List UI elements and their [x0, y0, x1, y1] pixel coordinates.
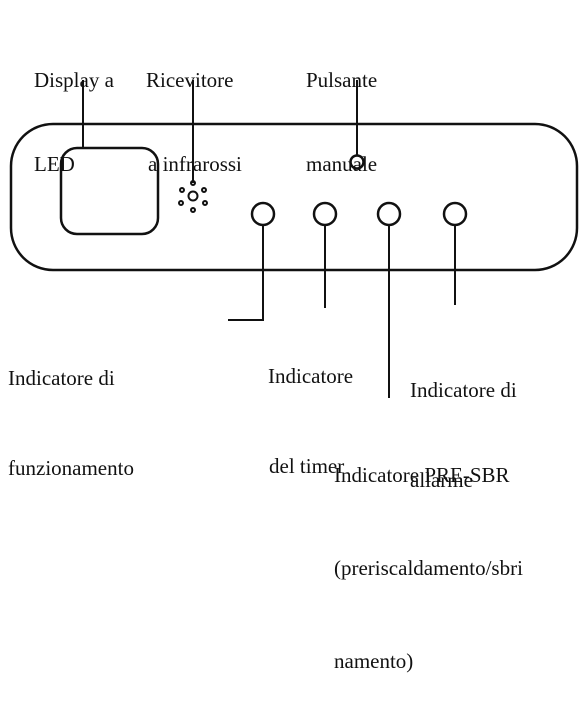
- label-timer-indicator-line2: del timer: [269, 454, 345, 478]
- manual-button: [349, 154, 365, 170]
- leader-line-operation-indicator: [228, 225, 264, 321]
- alarm-indicator-light: [442, 201, 468, 227]
- label-timer-indicator-line1: Indicatore: [268, 364, 354, 388]
- label-pre-sbr-indicator-line1: Indicatore PRE-SBR: [334, 463, 510, 487]
- label-alarm-indicator-line2: allarme: [410, 468, 473, 492]
- label-pre-sbr-indicator-line2: (preriscaldamento/sbri: [334, 556, 523, 580]
- label-manual-button-line1: Pulsante: [306, 68, 378, 92]
- ir-receiver-dot: [202, 200, 208, 206]
- label-alarm-indicator-line1: Indicatore di: [410, 378, 517, 402]
- label-operation-indicator: Indicatore di funzionamento: [8, 303, 134, 513]
- ir-receiver-dot: [179, 187, 185, 193]
- label-operation-indicator-line2: funzionamento: [8, 456, 134, 480]
- control-panel-outline: [9, 122, 579, 272]
- label-timer-indicator: Indicatore del timer: [268, 301, 353, 511]
- ir-receiver-dot: [190, 207, 196, 213]
- label-led-display-line2: LED: [34, 152, 75, 176]
- label-pre-sbr-indicator-line3: namento): [334, 649, 414, 673]
- operation-indicator-light: [250, 201, 276, 227]
- label-pre-sbr-indicator: Indicatore PRE-SBR (preriscaldamento/sbr…: [334, 398, 523, 708]
- label-ir-receiver-line2: a infrarossi: [148, 152, 242, 176]
- ir-receiver-dot: [178, 200, 184, 206]
- label-operation-indicator-line1: Indicatore di: [8, 366, 115, 390]
- ir-receiver: [178, 180, 208, 213]
- label-manual-button: Pulsante manuale: [306, 10, 377, 206]
- label-led-display: Display a LED: [34, 10, 114, 206]
- control-panel-diagram: [9, 80, 579, 398]
- label-ir-receiver-line1: Ricevitore: [146, 68, 234, 92]
- pre-sbr-indicator-light: [376, 201, 402, 227]
- timer-indicator-light: [312, 201, 338, 227]
- label-alarm-indicator: Indicatore di allarme: [410, 315, 517, 525]
- ir-receiver-center: [187, 190, 199, 202]
- label-ir-receiver: Ricevitore a infrarossi: [146, 10, 242, 206]
- led-display: [59, 146, 160, 236]
- label-manual-button-line2: manuale: [306, 152, 378, 176]
- ir-receiver-dot: [201, 187, 207, 193]
- label-led-display-line1: Display a: [34, 68, 114, 92]
